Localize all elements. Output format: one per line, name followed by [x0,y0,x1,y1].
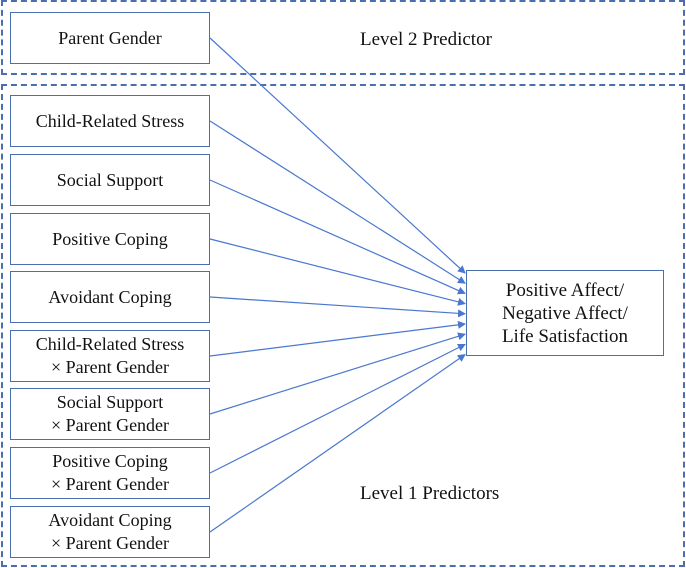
box-label-line2: × Parent Gender [50,474,170,494]
box-label-line1: Social Support [56,169,164,190]
box-parent-gender: Parent Gender [10,12,210,64]
path-arrow [209,179,466,295]
outcome-line1: Positive Affect/ [505,279,625,301]
box-label-line1: Positive Coping [52,451,168,471]
box-level1-predictor: Positive Coping × Parent Gender [10,447,210,499]
path-arrow [209,343,466,474]
box-level1-predictor: Social Support [10,154,210,206]
box-level1-predictor: Avoidant Coping [10,271,210,323]
outcome-line2: Negative Affect/ [502,302,628,324]
path-arrow [209,120,466,284]
box-label-line1: Child-Related Stress [35,110,185,131]
box-label-line1: Avoidant Coping [48,510,172,530]
box-level1-predictor: Child-Related Stress × Parent Gender [10,330,210,382]
level1-label: Level 1 Predictors [360,483,500,504]
box-label: Parent Gender [58,27,162,48]
box-level1-predictor: Social Support × Parent Gender [10,388,210,440]
box-level1-predictor: Child-Related Stress [10,95,210,147]
box-label-line1: Avoidant Coping [48,286,172,307]
level2-group [1,0,685,75]
box-label-line2: × Parent Gender [50,415,170,435]
box-label-line2: × Parent Gender [50,533,170,553]
level2-label: Level 2 Predictor [360,29,492,50]
path-arrow [209,332,466,415]
box-level1-predictor: Positive Coping [10,213,210,265]
box-label-line1: Social Support [56,392,164,412]
level1-group [1,84,685,567]
path-arrow [209,37,466,274]
path-arrow [209,238,466,306]
box-label-line1: Positive Coping [52,228,168,249]
path-arrow [209,354,466,533]
box-label-line1: Child-Related Stress [35,334,185,354]
box-label-line2: × Parent Gender [50,357,170,377]
box-level1-predictor: Avoidant Coping × Parent Gender [10,506,210,558]
outcome-line3: Life Satisfaction [501,325,629,347]
box-outcome: Positive Affect/ Negative Affect/ Life S… [466,270,664,356]
path-arrow [209,320,466,357]
path-arrow [209,296,466,318]
